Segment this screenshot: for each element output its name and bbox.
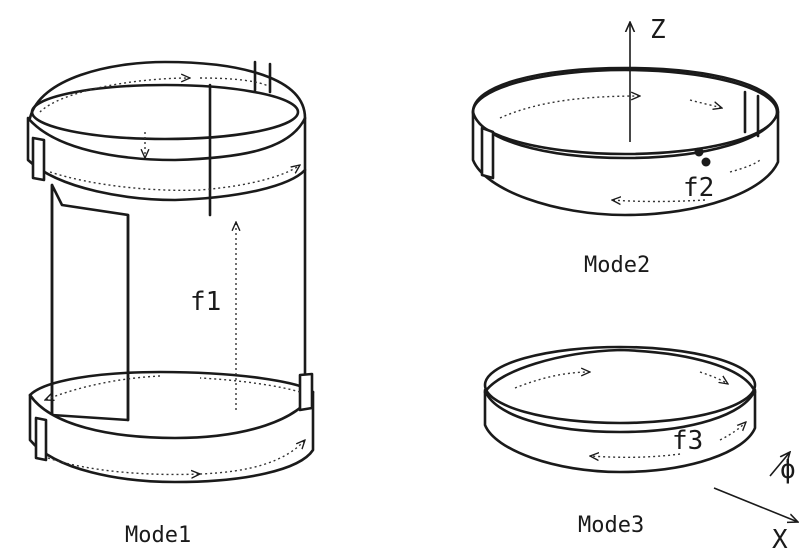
- coordinate-axes: [713, 452, 798, 522]
- mode1-cylinder: [26, 60, 315, 484]
- mode2-ring: [471, 22, 780, 217]
- f2-label: f2: [683, 173, 714, 203]
- mode1-label: Mode1: [125, 523, 191, 548]
- contact-point-dot: [701, 157, 711, 167]
- phi-label: ϕ: [780, 455, 796, 485]
- x-axis-label: X: [772, 525, 788, 552]
- z-axis-label: Z: [650, 15, 666, 45]
- f1-label: f1: [190, 287, 221, 317]
- mode2-label: Mode2: [584, 253, 650, 278]
- mode3-ring: [483, 345, 757, 474]
- f3-label: f3: [672, 426, 703, 456]
- contact-point-dot: [694, 147, 704, 157]
- mode3-label: Mode3: [578, 513, 644, 538]
